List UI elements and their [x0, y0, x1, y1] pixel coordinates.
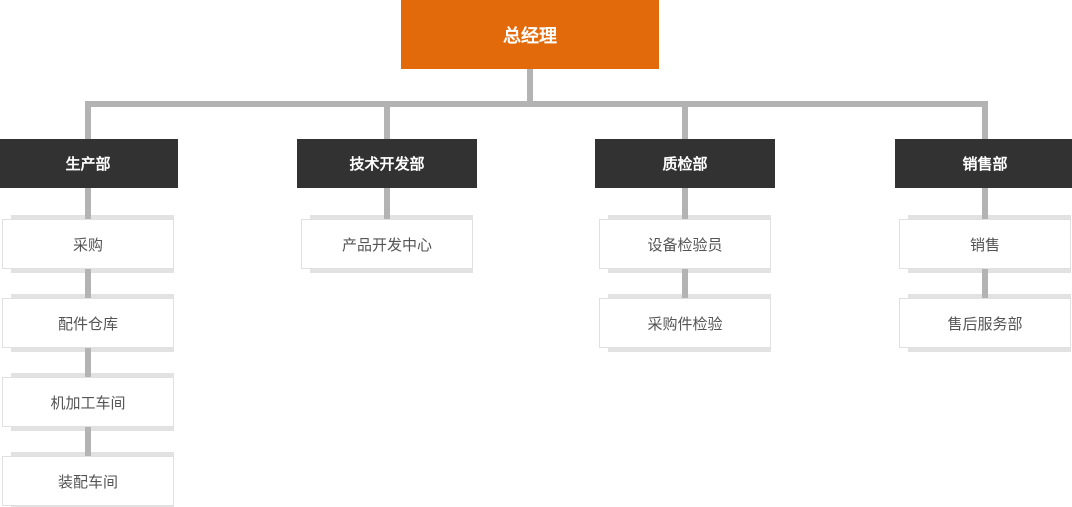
- org-node-leaf: 机加工车间: [2, 373, 174, 431]
- org-node-head: 销售部: [895, 139, 1072, 188]
- org-node-leaf: 设备检验员: [599, 215, 771, 273]
- connector-spine-to-head: [682, 107, 688, 139]
- org-node-head: 技术开发部: [297, 139, 477, 188]
- org-node-root: 总经理: [401, 0, 659, 69]
- org-node-leaf: 采购件检验: [599, 294, 771, 352]
- connector-spine-to-head: [384, 107, 390, 139]
- connector-vertical: [682, 269, 688, 298]
- org-node-leaf: 产品开发中心: [301, 215, 473, 273]
- connector-vertical: [85, 188, 91, 219]
- connector-vertical: [682, 188, 688, 219]
- connector-vertical: [85, 348, 91, 377]
- connector-spine-to-head: [982, 107, 988, 139]
- org-node-leaf: 采购: [2, 215, 174, 273]
- org-node-leaf: 售后服务部: [899, 294, 1071, 352]
- org-node-leaf: 装配车间: [2, 452, 174, 507]
- connector-vertical: [85, 427, 91, 456]
- org-node-head: 质检部: [595, 139, 775, 188]
- org-node-head: 生产部: [0, 139, 178, 188]
- connector-vertical: [384, 188, 390, 219]
- connector-root-stub: [527, 69, 533, 101]
- connector-horizontal-spine: [85, 101, 988, 107]
- org-node-leaf: 销售: [899, 215, 1071, 273]
- connector-vertical: [85, 269, 91, 298]
- connector-vertical: [982, 188, 988, 219]
- connector-spine-to-head: [85, 107, 91, 139]
- connector-vertical: [982, 269, 988, 298]
- org-node-leaf: 配件仓库: [2, 294, 174, 352]
